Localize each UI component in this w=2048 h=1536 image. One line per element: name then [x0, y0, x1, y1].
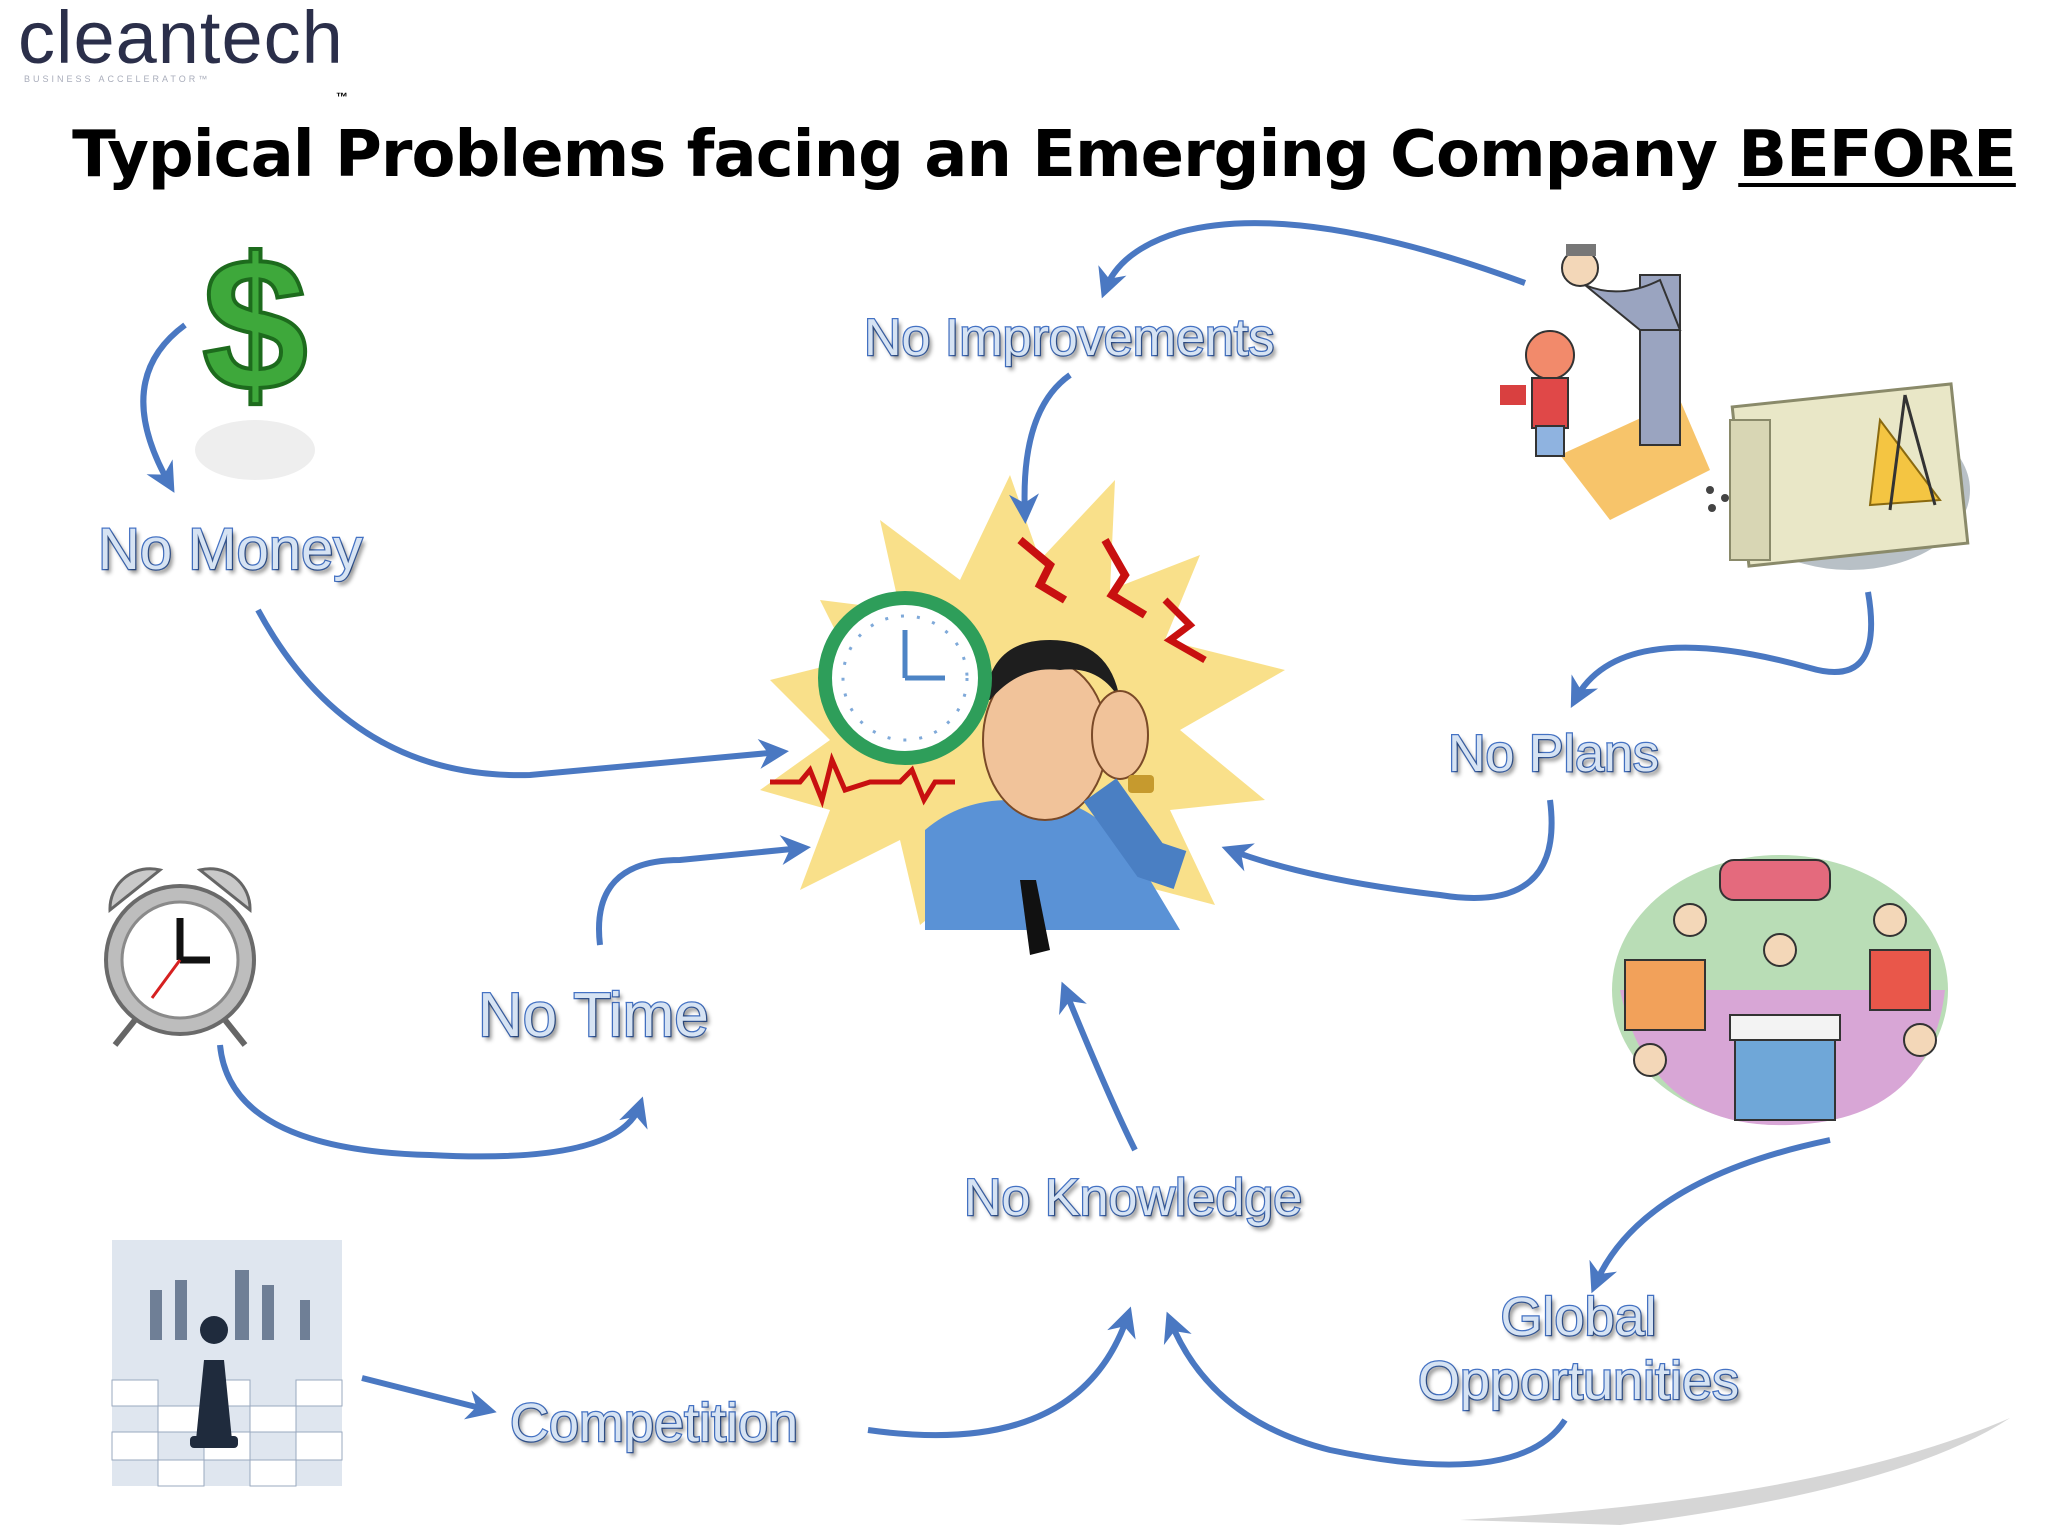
label-global-opportunities: Global Opportunities	[1417, 1286, 1741, 1413]
arrow-father-to-improvements	[1098, 220, 1527, 299]
logo-subtitle: BUSINESS ACCELERATOR™	[24, 74, 211, 84]
label-global-line1: Global	[1499, 1286, 1658, 1348]
dollar-sign-icon: $	[195, 217, 315, 480]
label-no-time: No Time	[477, 980, 710, 1051]
arrow-knowledge-to-man	[1059, 981, 1138, 1152]
title-main: Typical Problems facing an Emerging Comp…	[72, 118, 1718, 192]
label-global-line2: Opportunities	[1417, 1349, 1741, 1411]
arrow-improvements-to-man	[1009, 372, 1072, 524]
chess-board-image	[111, 1240, 343, 1487]
arrow-chess-to-competition	[361, 1375, 497, 1420]
label-no-money: No Money	[97, 516, 364, 582]
arrow-time-to-man	[596, 835, 811, 946]
title-emphasis: BEFORE	[1738, 118, 2017, 192]
page-title: Typical Problems facing an Emerging Comp…	[0, 118, 2048, 192]
arrow-global-to-knowledge	[1163, 1311, 1568, 1468]
label-competition: Competition	[509, 1392, 800, 1454]
label-no-knowledge: No Knowledge	[963, 1168, 1304, 1228]
arrow-plans-to-man	[1221, 799, 1555, 901]
father-and-child-image	[1500, 244, 1710, 520]
alarm-clock-icon	[104, 867, 256, 1047]
page-curl-decoration	[1460, 1418, 2010, 1525]
svg-text:$: $	[202, 219, 308, 431]
arrow-clock-to-time	[217, 1044, 648, 1160]
arrow-money-to-man	[255, 608, 789, 779]
trademark-symbol: ™	[336, 90, 348, 104]
arrow-dollar-to-money	[140, 322, 187, 493]
label-no-improvements: No Improvements	[863, 308, 1276, 368]
stressed-man-image	[760, 475, 1285, 955]
arrow-commerce-to-global	[1589, 1137, 1831, 1294]
blueprints-image	[1706, 382, 1970, 570]
wall-clock-icon	[818, 591, 992, 765]
arrow-blueprints-to-plans	[1570, 591, 1875, 708]
cleantech-logo: cleantech BUSINESS ACCELERATOR™	[18, 0, 398, 84]
arrow-competition-to-knowledge	[867, 1306, 1136, 1439]
logo-wordmark: cleantech	[18, 0, 344, 79]
global-commerce-image	[1612, 855, 1948, 1126]
label-no-plans: No Plans	[1447, 724, 1661, 784]
